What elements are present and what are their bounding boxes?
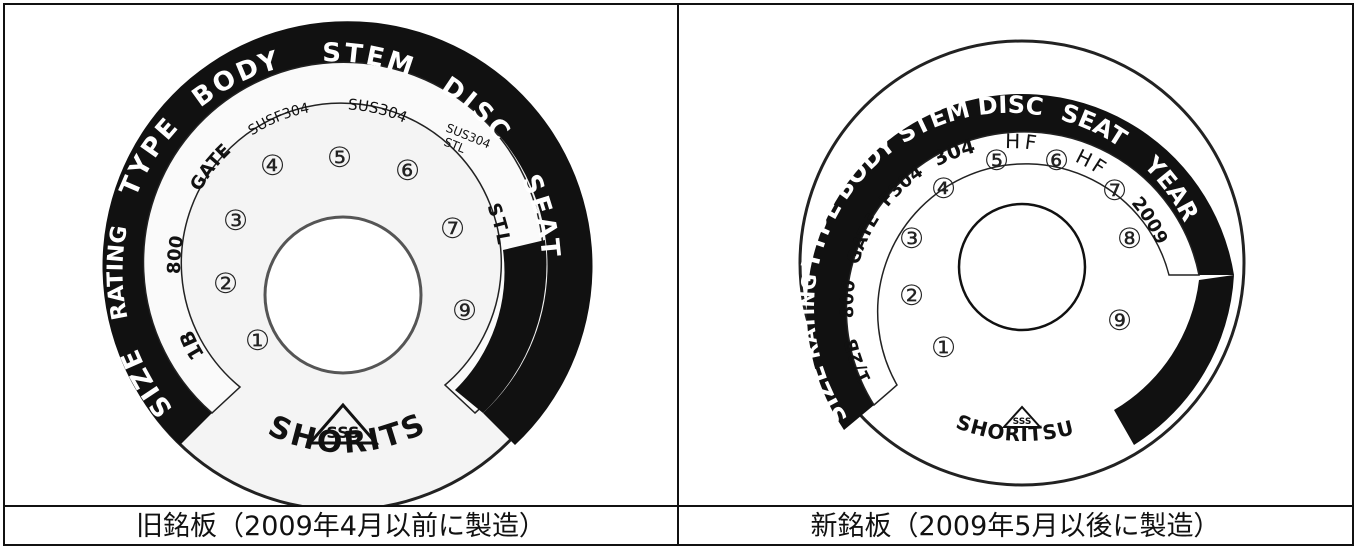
new-plate-caption: 新銘板（2009年5月以後に製造）	[810, 511, 1221, 542]
old-number-2: ②	[213, 267, 238, 300]
old-number-4: ④	[260, 149, 285, 182]
old-header-band	[102, 21, 593, 446]
old-plate-caption: 旧銘板（2009年4月以前に製造）	[136, 511, 546, 542]
old-number-1: ①	[245, 324, 270, 357]
svg-text:800: 800	[837, 279, 860, 319]
new-center-hole	[957, 202, 1087, 332]
new-black-arc	[1114, 275, 1234, 445]
new-number-2: ②	[899, 279, 924, 312]
svg-text:HF: HF	[1005, 129, 1042, 155]
new-plate-cell: SIZE RATING TYPE BODY STEM DISC SEAT YEA…	[679, 5, 1352, 505]
new-number-1: ①	[931, 331, 956, 364]
new-number-4: ④	[931, 172, 956, 205]
svg-text:800: 800	[164, 234, 188, 274]
new-header-band	[806, 93, 1234, 431]
old-logo-icon: SSS	[306, 402, 380, 445]
old-logo-text: SSS	[326, 423, 359, 442]
new-logo-icon: SSS	[1001, 405, 1043, 428]
new-number-9: ⑨	[1107, 304, 1132, 337]
old-number-9: ⑨	[452, 294, 477, 327]
old-nameplate: SIZE RATING TYPE BODY STEM DISC SEAT 1B …	[5, 5, 593, 505]
old-number-6: ⑥	[395, 154, 420, 187]
new-number-3: ③	[899, 222, 924, 255]
new-header-disc: DISC	[976, 91, 1045, 122]
old-number-7: ⑦	[440, 212, 465, 245]
new-value-rating: 800	[837, 279, 860, 319]
new-value-disc: HF	[1005, 129, 1038, 155]
old-number-3: ③	[223, 204, 248, 237]
new-logo-text: SSS	[1013, 417, 1032, 427]
new-number-8: ⑧	[1117, 222, 1142, 255]
new-nameplate: SIZE RATING TYPE BODY STEM DISC SEAT YEA…	[795, 39, 1246, 487]
old-plate-cell: SIZE RATING TYPE BODY STEM DISC SEAT 1B …	[5, 5, 677, 505]
new-number-5: ⑤	[984, 144, 1009, 177]
column-divider	[677, 3, 679, 546]
old-black-arc	[455, 240, 547, 413]
new-value-band	[845, 131, 1200, 407]
old-center-hole	[263, 215, 423, 375]
new-number-7: ⑦	[1102, 174, 1127, 207]
row-divider	[3, 505, 1354, 507]
svg-text:DISC: DISC	[976, 91, 1045, 122]
old-number-5: ⑤	[327, 141, 352, 174]
old-value-rating: 800	[164, 234, 188, 274]
new-number-6: ⑥	[1044, 144, 1069, 177]
